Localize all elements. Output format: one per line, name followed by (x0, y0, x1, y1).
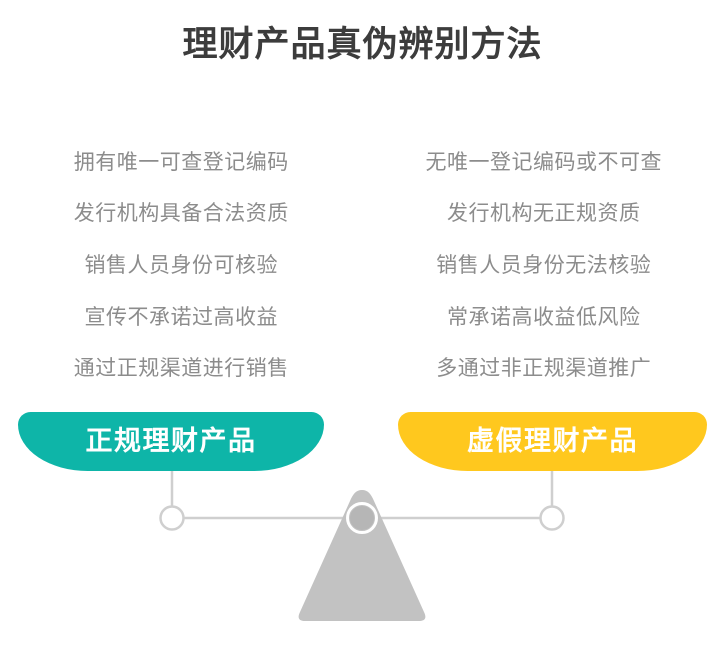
list-item: 常承诺高收益低风险 (447, 304, 641, 329)
list-item: 通过正规渠道进行销售 (73, 356, 289, 381)
column-fraudulent: 无唯一登记编码或不可查 发行机构无正规资质 销售人员身份无法核验 常承诺高收益低… (363, 136, 725, 394)
pivot-circle-icon (350, 506, 374, 530)
triangle-fulcrum-icon (298, 490, 426, 621)
comparison-columns: 拥有唯一可查登记编码 发行机构具备合法资质 销售人员身份可核验 宣传不承诺过高收… (0, 136, 725, 394)
page-title: 理财产品真伪辨别方法 (182, 25, 543, 65)
badge-fraudulent-product[interactable]: 虚假理财产品 (398, 412, 707, 471)
pan-pivot-right-icon (539, 505, 565, 531)
pivot-ring-icon (346, 502, 378, 534)
badge-legitimate-label: 正规理财产品 (85, 425, 257, 457)
list-item: 无唯一登记编码或不可查 (425, 149, 662, 174)
list-item: 拥有唯一可查登记编码 (73, 149, 289, 174)
list-item: 销售人员身份可核验 (84, 252, 278, 277)
list-item: 发行机构具备合法资质 (73, 201, 289, 226)
list-item: 宣传不承诺过高收益 (84, 304, 278, 329)
badge-legitimate-product[interactable]: 正规理财产品 (18, 412, 324, 471)
badge-fraudulent-label: 虚假理财产品 (467, 425, 638, 457)
list-item: 销售人员身份无法核验 (436, 252, 652, 277)
pan-pivot-left-icon (159, 505, 185, 531)
column-legitimate: 拥有唯一可查登记编码 发行机构具备合法资质 销售人员身份可核验 宣传不承诺过高收… (0, 136, 363, 394)
list-item: 发行机构无正规资质 (447, 201, 641, 226)
list-item: 多通过非正规渠道推广 (436, 356, 652, 381)
